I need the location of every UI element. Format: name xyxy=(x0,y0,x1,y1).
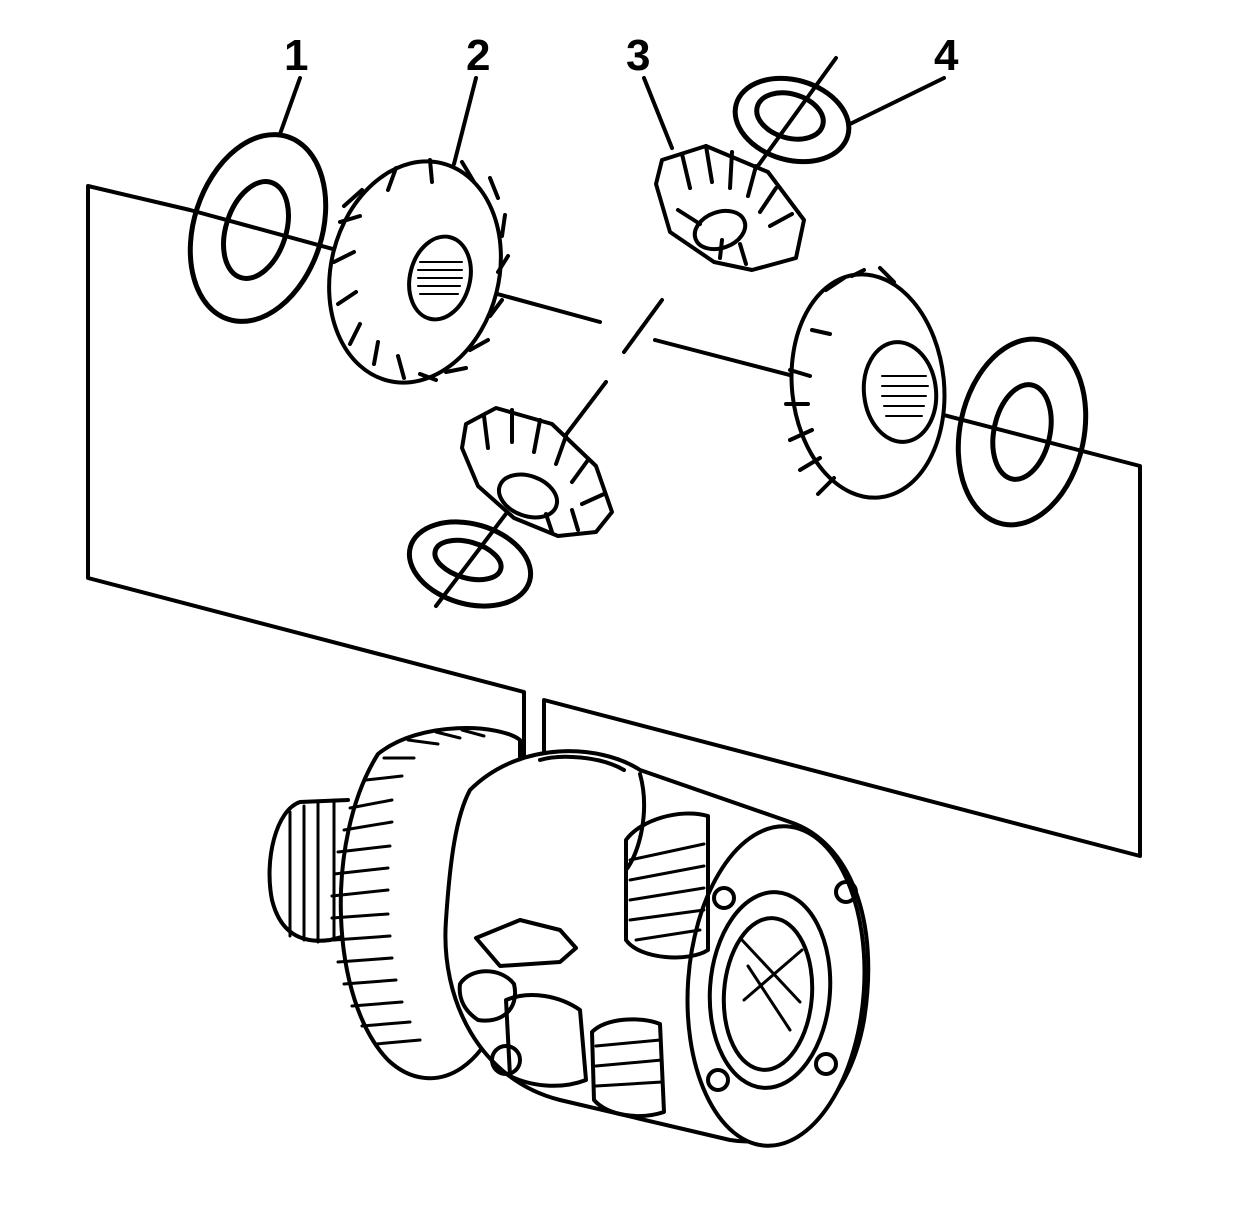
case-window-upper xyxy=(474,918,578,968)
thrust-washer-left xyxy=(187,132,329,324)
pinion-axis-mid xyxy=(622,298,664,354)
case-cutout-mid xyxy=(504,993,588,1088)
side-gear-left xyxy=(327,158,510,385)
leader-line-4 xyxy=(848,76,946,126)
callout-label-2: 2 xyxy=(466,31,490,80)
case-cutout-left xyxy=(457,969,518,1023)
side-gear-right xyxy=(784,266,947,500)
callout-label-4: 4 xyxy=(934,31,959,80)
differential-case xyxy=(267,726,871,1148)
leader-line-2 xyxy=(452,76,478,166)
case-window-lower xyxy=(590,1017,666,1118)
pinion-gear-upper xyxy=(654,144,806,272)
pinion-washer-upper xyxy=(732,75,852,165)
bearing-hub xyxy=(267,798,350,943)
side-gear-left-teeth xyxy=(332,158,510,382)
leader-line-3 xyxy=(642,76,674,150)
side-gear-right-splines xyxy=(881,375,929,417)
side-gear-left-splines xyxy=(417,261,463,295)
leader-lines xyxy=(278,76,946,166)
pinion-washer-lower xyxy=(406,519,534,609)
thrust-washer-right xyxy=(955,336,1089,528)
callout-label-3: 3 xyxy=(626,31,650,80)
path-left xyxy=(86,184,602,924)
case-bore xyxy=(707,890,833,1090)
case-window-side xyxy=(624,811,710,960)
callout-label-1: 1 xyxy=(284,31,308,80)
pinion-gear-lower xyxy=(460,406,614,538)
ring-gear-teeth xyxy=(330,728,486,1046)
leader-line-1 xyxy=(278,76,302,136)
